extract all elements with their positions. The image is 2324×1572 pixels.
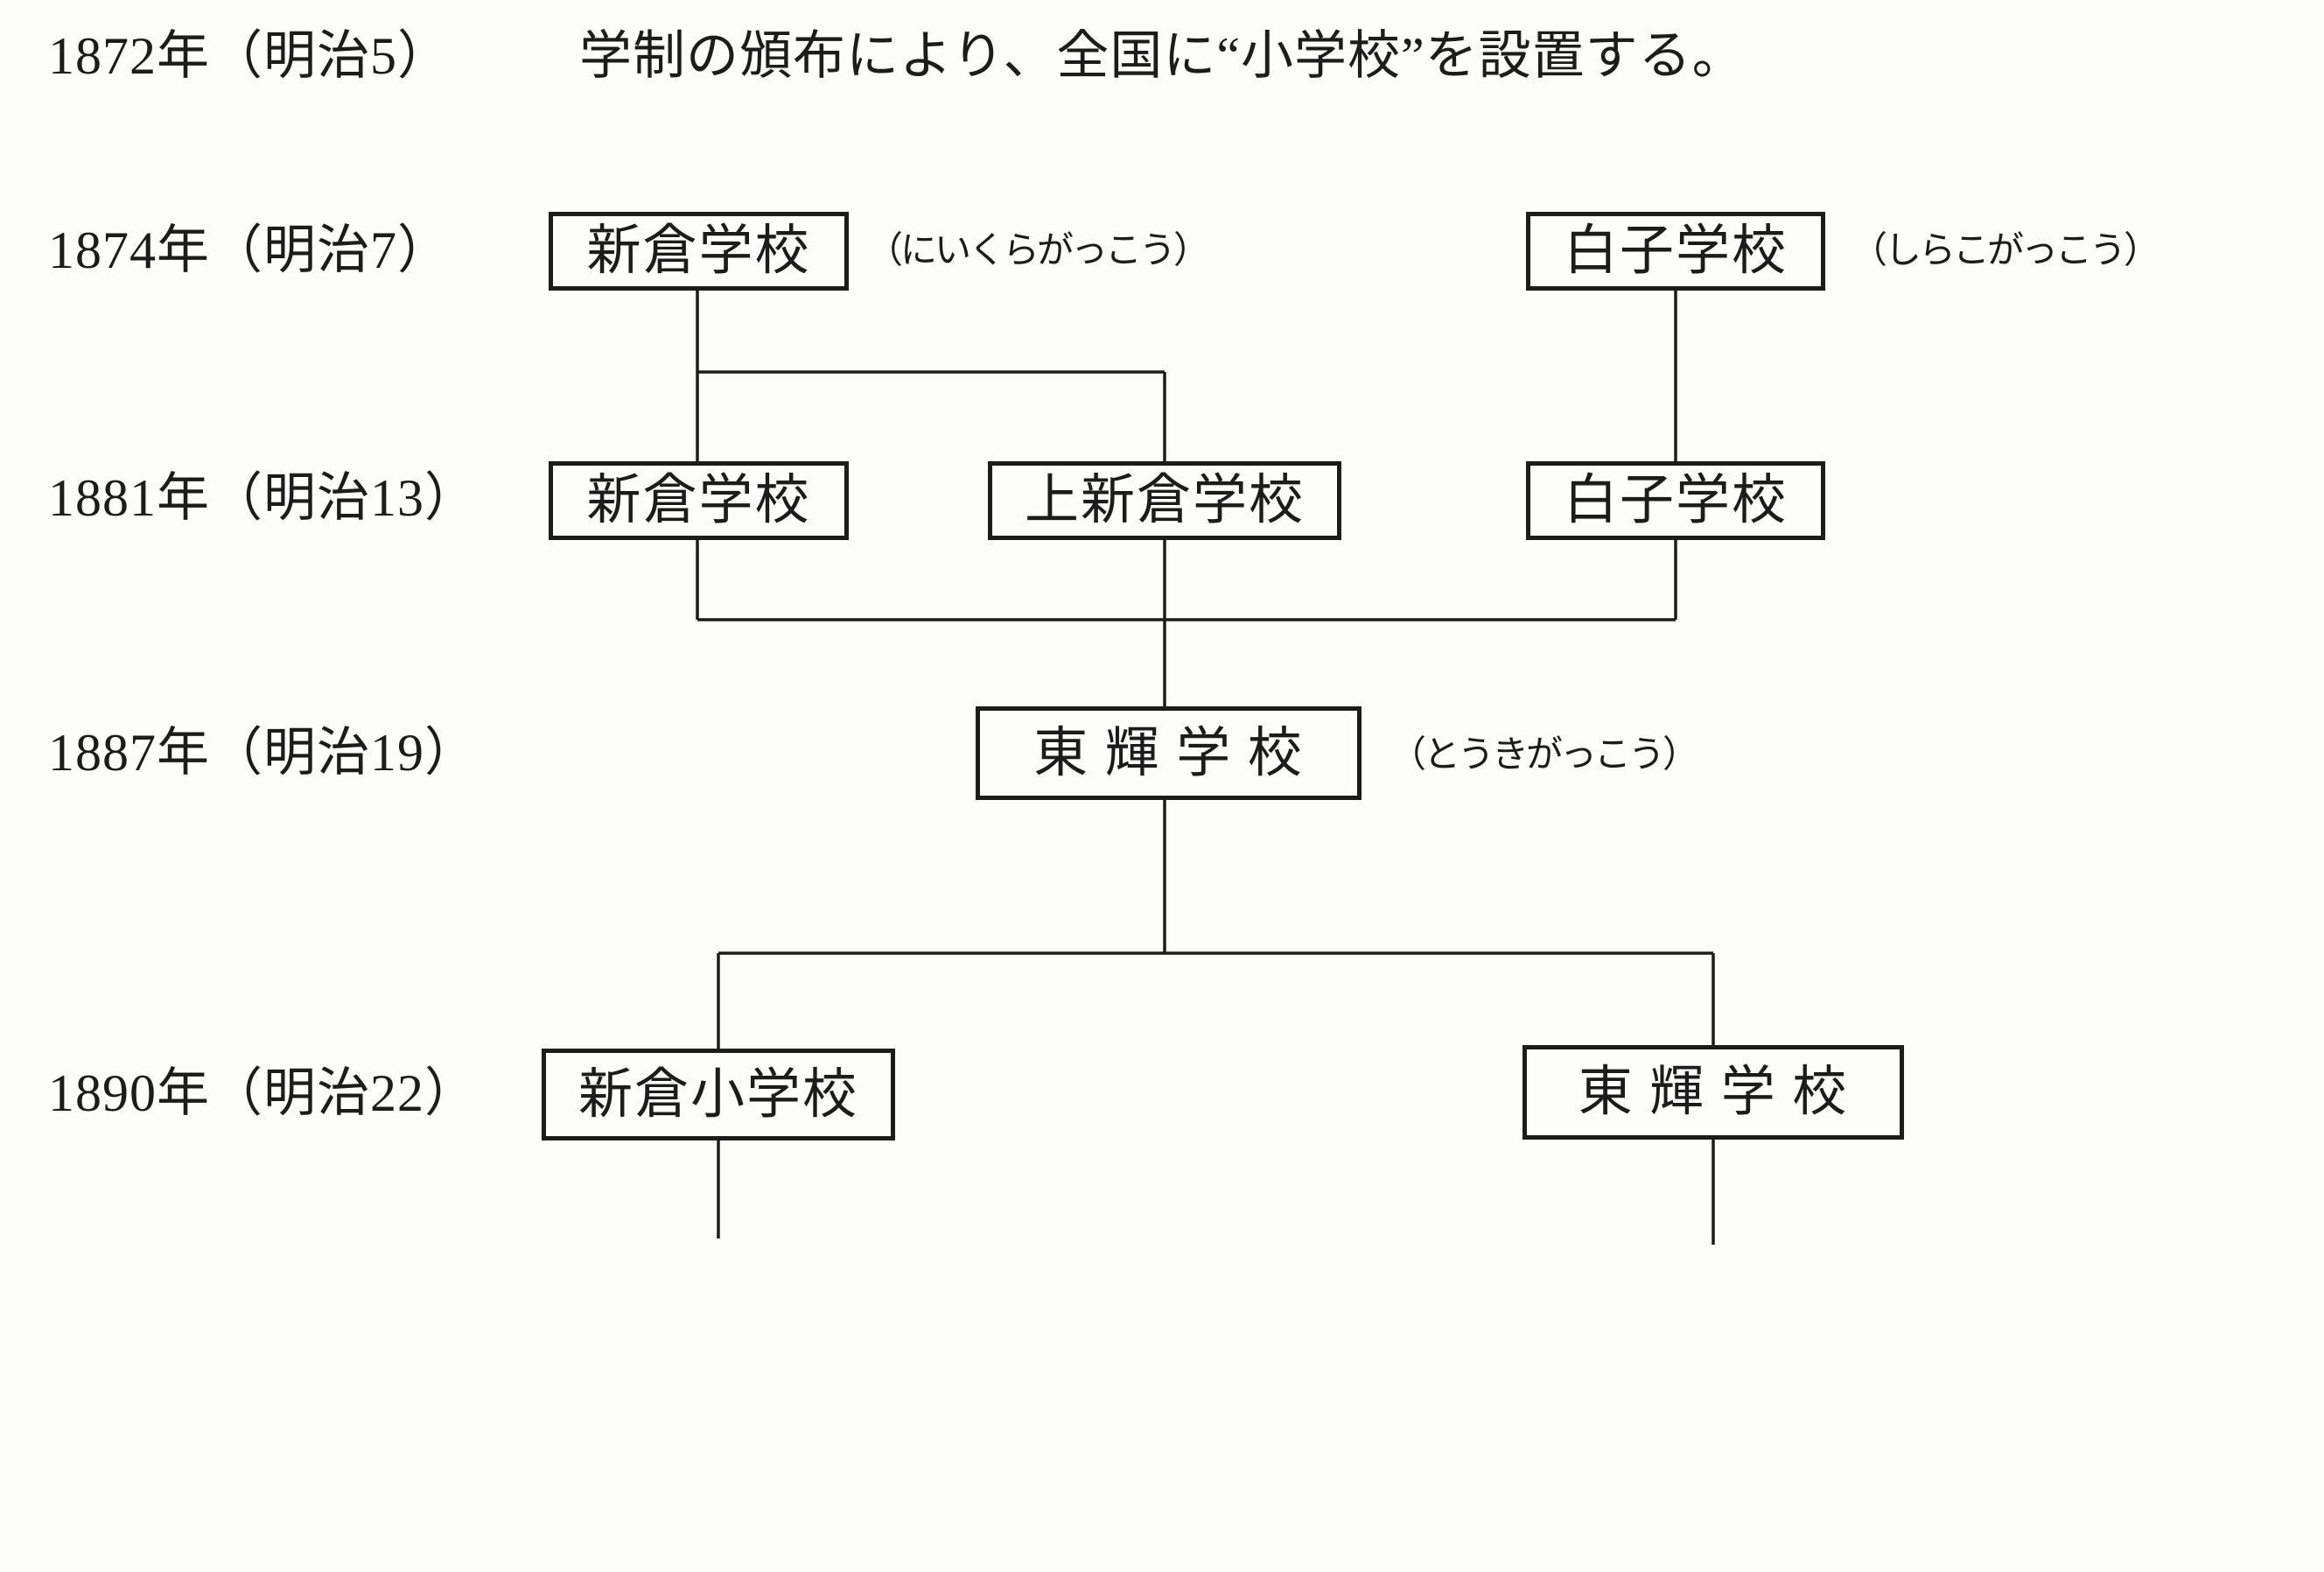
school-box-toki-1887: 東 輝 学 校 bbox=[976, 706, 1362, 800]
school-box-niikura-elementary-1890: 新倉小学校 bbox=[542, 1049, 895, 1140]
year-label-1872: 1872年（明治5） bbox=[48, 27, 451, 85]
year-label-1890: 1890年（明治22） bbox=[48, 1064, 478, 1122]
intro-note-text: 学制の頒布により、全国に“小学校”を設置する。 bbox=[579, 27, 1746, 85]
school-box-shirako-1874: 白子学校 bbox=[1526, 212, 1825, 291]
year-label-1881: 1881年（明治13） bbox=[48, 469, 478, 527]
school-box-kami-niikura-1881: 上新倉学校 bbox=[988, 461, 1341, 540]
furigana-niikura-1874: （にいくらがっこう） bbox=[866, 231, 1210, 271]
school-box-toki-1890: 東 輝 学 校 bbox=[1522, 1045, 1904, 1140]
school-box-niikura-1881: 新倉学校 bbox=[549, 461, 849, 540]
year-label-1887: 1887年（明治19） bbox=[48, 724, 478, 782]
furigana-toki-1887: （とうきがっこう） bbox=[1390, 735, 1699, 775]
furigana-shirako-1874: （しらこがっこう） bbox=[1851, 231, 2160, 271]
year-label-1874: 1874年（明治7） bbox=[48, 221, 451, 279]
school-box-niikura-1874: 新倉学校 bbox=[549, 212, 849, 291]
school-box-shirako-1881: 白子学校 bbox=[1526, 461, 1825, 540]
